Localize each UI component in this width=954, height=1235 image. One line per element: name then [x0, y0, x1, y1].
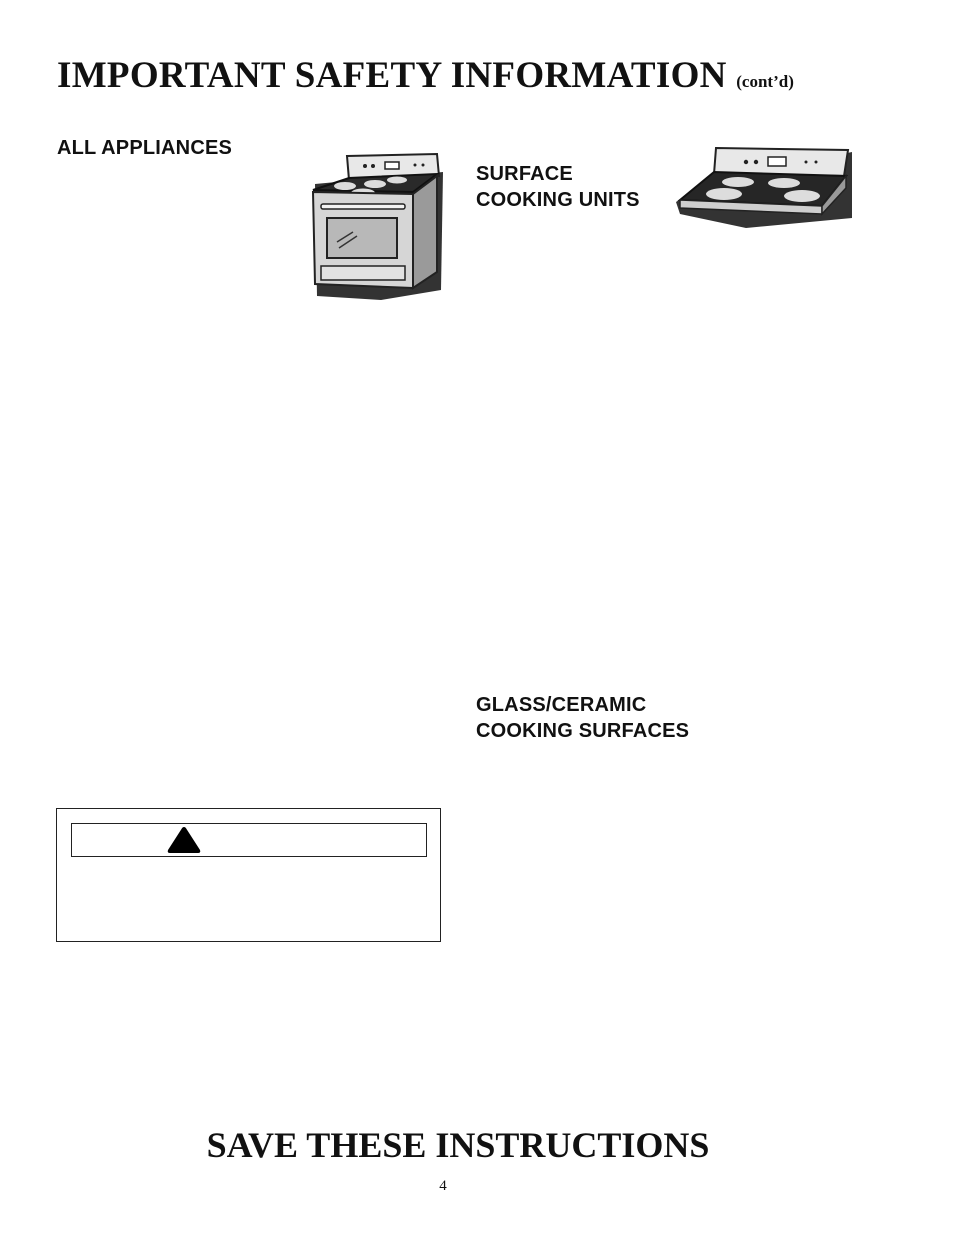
warning-box [56, 808, 441, 942]
page-number: 4 [439, 1178, 447, 1194]
freestanding-range-icon [311, 152, 443, 300]
contd-label: (cont’d) [736, 72, 794, 91]
cooktop-icon [676, 146, 852, 228]
heading-all-appliances: ALL APPLIANCES [57, 135, 232, 161]
warning-label-bar [71, 823, 427, 857]
save-instructions-text: SAVE THESE INSTRUCTIONS [206, 1125, 710, 1165]
heading-surface-line1: SURFACE [476, 163, 573, 185]
page-title-text: IMPORTANT SAFETY INFORMATION [57, 55, 727, 96]
heading-surface-line2: COOKING UNITS [476, 189, 640, 211]
warning-triangle-icon [167, 827, 201, 853]
save-instructions-title: SAVE THESE INSTRUCTIONS [0, 1124, 916, 1166]
heading-glass-line1: GLASS/CERAMIC [476, 694, 647, 716]
heading-glass-line2: COOKING SURFACES [476, 720, 690, 742]
heading-surface-cooking-units: SURFACE COOKING UNITS [476, 161, 640, 213]
page-title: IMPORTANT SAFETY INFORMATION (cont’d) [57, 54, 794, 97]
heading-glass-ceramic-surfaces: GLASS/CERAMIC COOKING SURFACES [476, 692, 689, 744]
heading-all-appliances-text: ALL APPLIANCES [57, 137, 233, 159]
